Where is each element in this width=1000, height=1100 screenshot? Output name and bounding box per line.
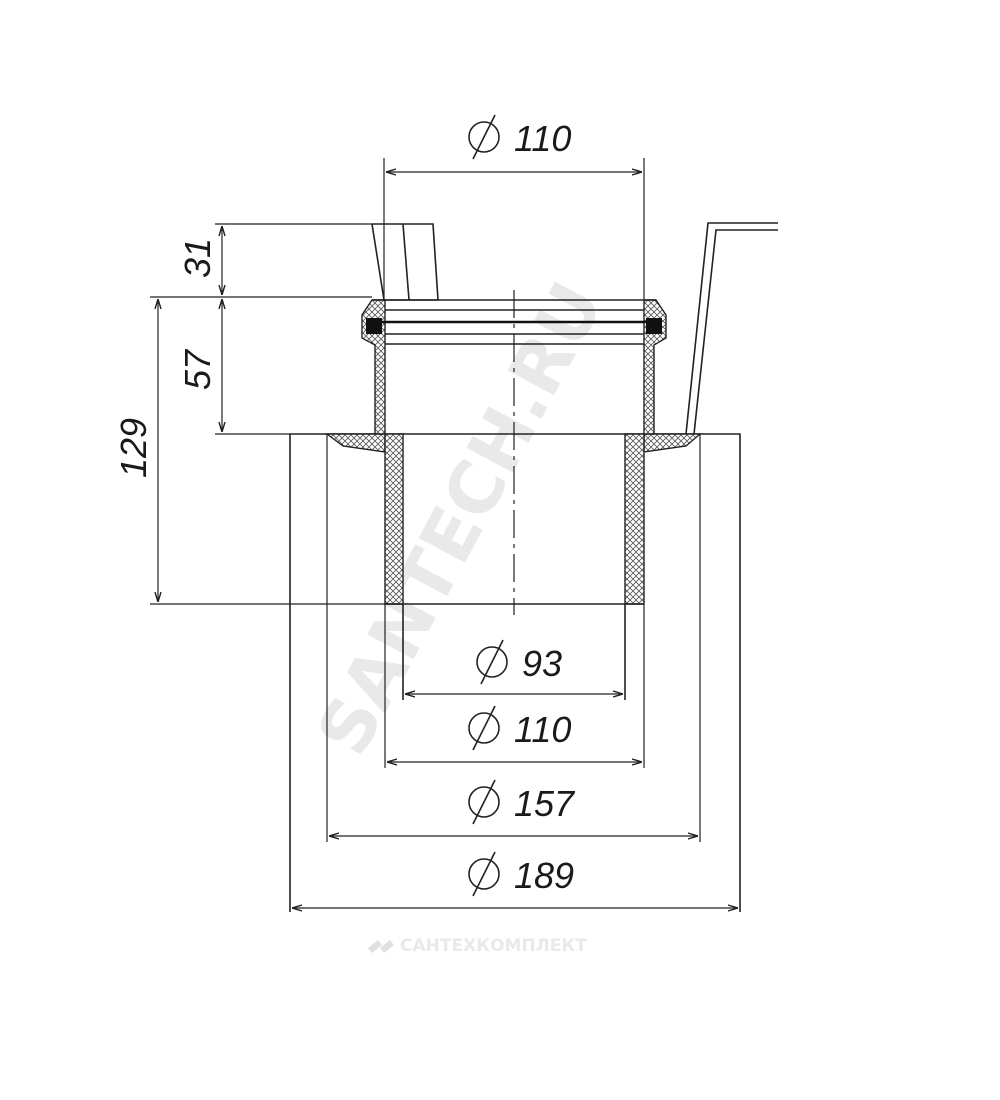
watermark: SANTECH.RU САНТЕХКОМПЛЕКТ	[301, 269, 620, 956]
dim-height-57: 57	[177, 348, 218, 390]
dim-top-diameter: 110	[514, 118, 571, 159]
diameter-icon	[468, 779, 500, 825]
svg-text:САНТЕХКОМПЛЕКТ: САНТЕХКОМПЛЕКТ	[400, 936, 587, 956]
watermark-footer: САНТЕХКОМПЛЕКТ	[368, 936, 587, 956]
diameter-icon	[468, 851, 500, 897]
outer-recess	[289, 433, 741, 912]
dimension-lines	[158, 172, 738, 908]
right-edge	[685, 222, 778, 435]
diameter-icon	[476, 639, 508, 685]
dim-inner-93: 93	[522, 643, 562, 684]
dimension-labels: 110 93 110 157 189 31 57 129	[113, 118, 576, 896]
diameter-icon	[468, 114, 500, 160]
dim-bottom-110: 110	[514, 709, 571, 750]
dim-189: 189	[514, 855, 574, 896]
dim-height-31: 31	[177, 238, 218, 278]
diameter-icon	[468, 705, 500, 751]
extension-lines	[150, 158, 701, 842]
diameter-symbols	[468, 114, 508, 897]
dim-height-129: 129	[113, 418, 154, 478]
top-handle	[371, 223, 439, 301]
dim-157: 157	[514, 783, 576, 824]
socket	[361, 290, 667, 615]
